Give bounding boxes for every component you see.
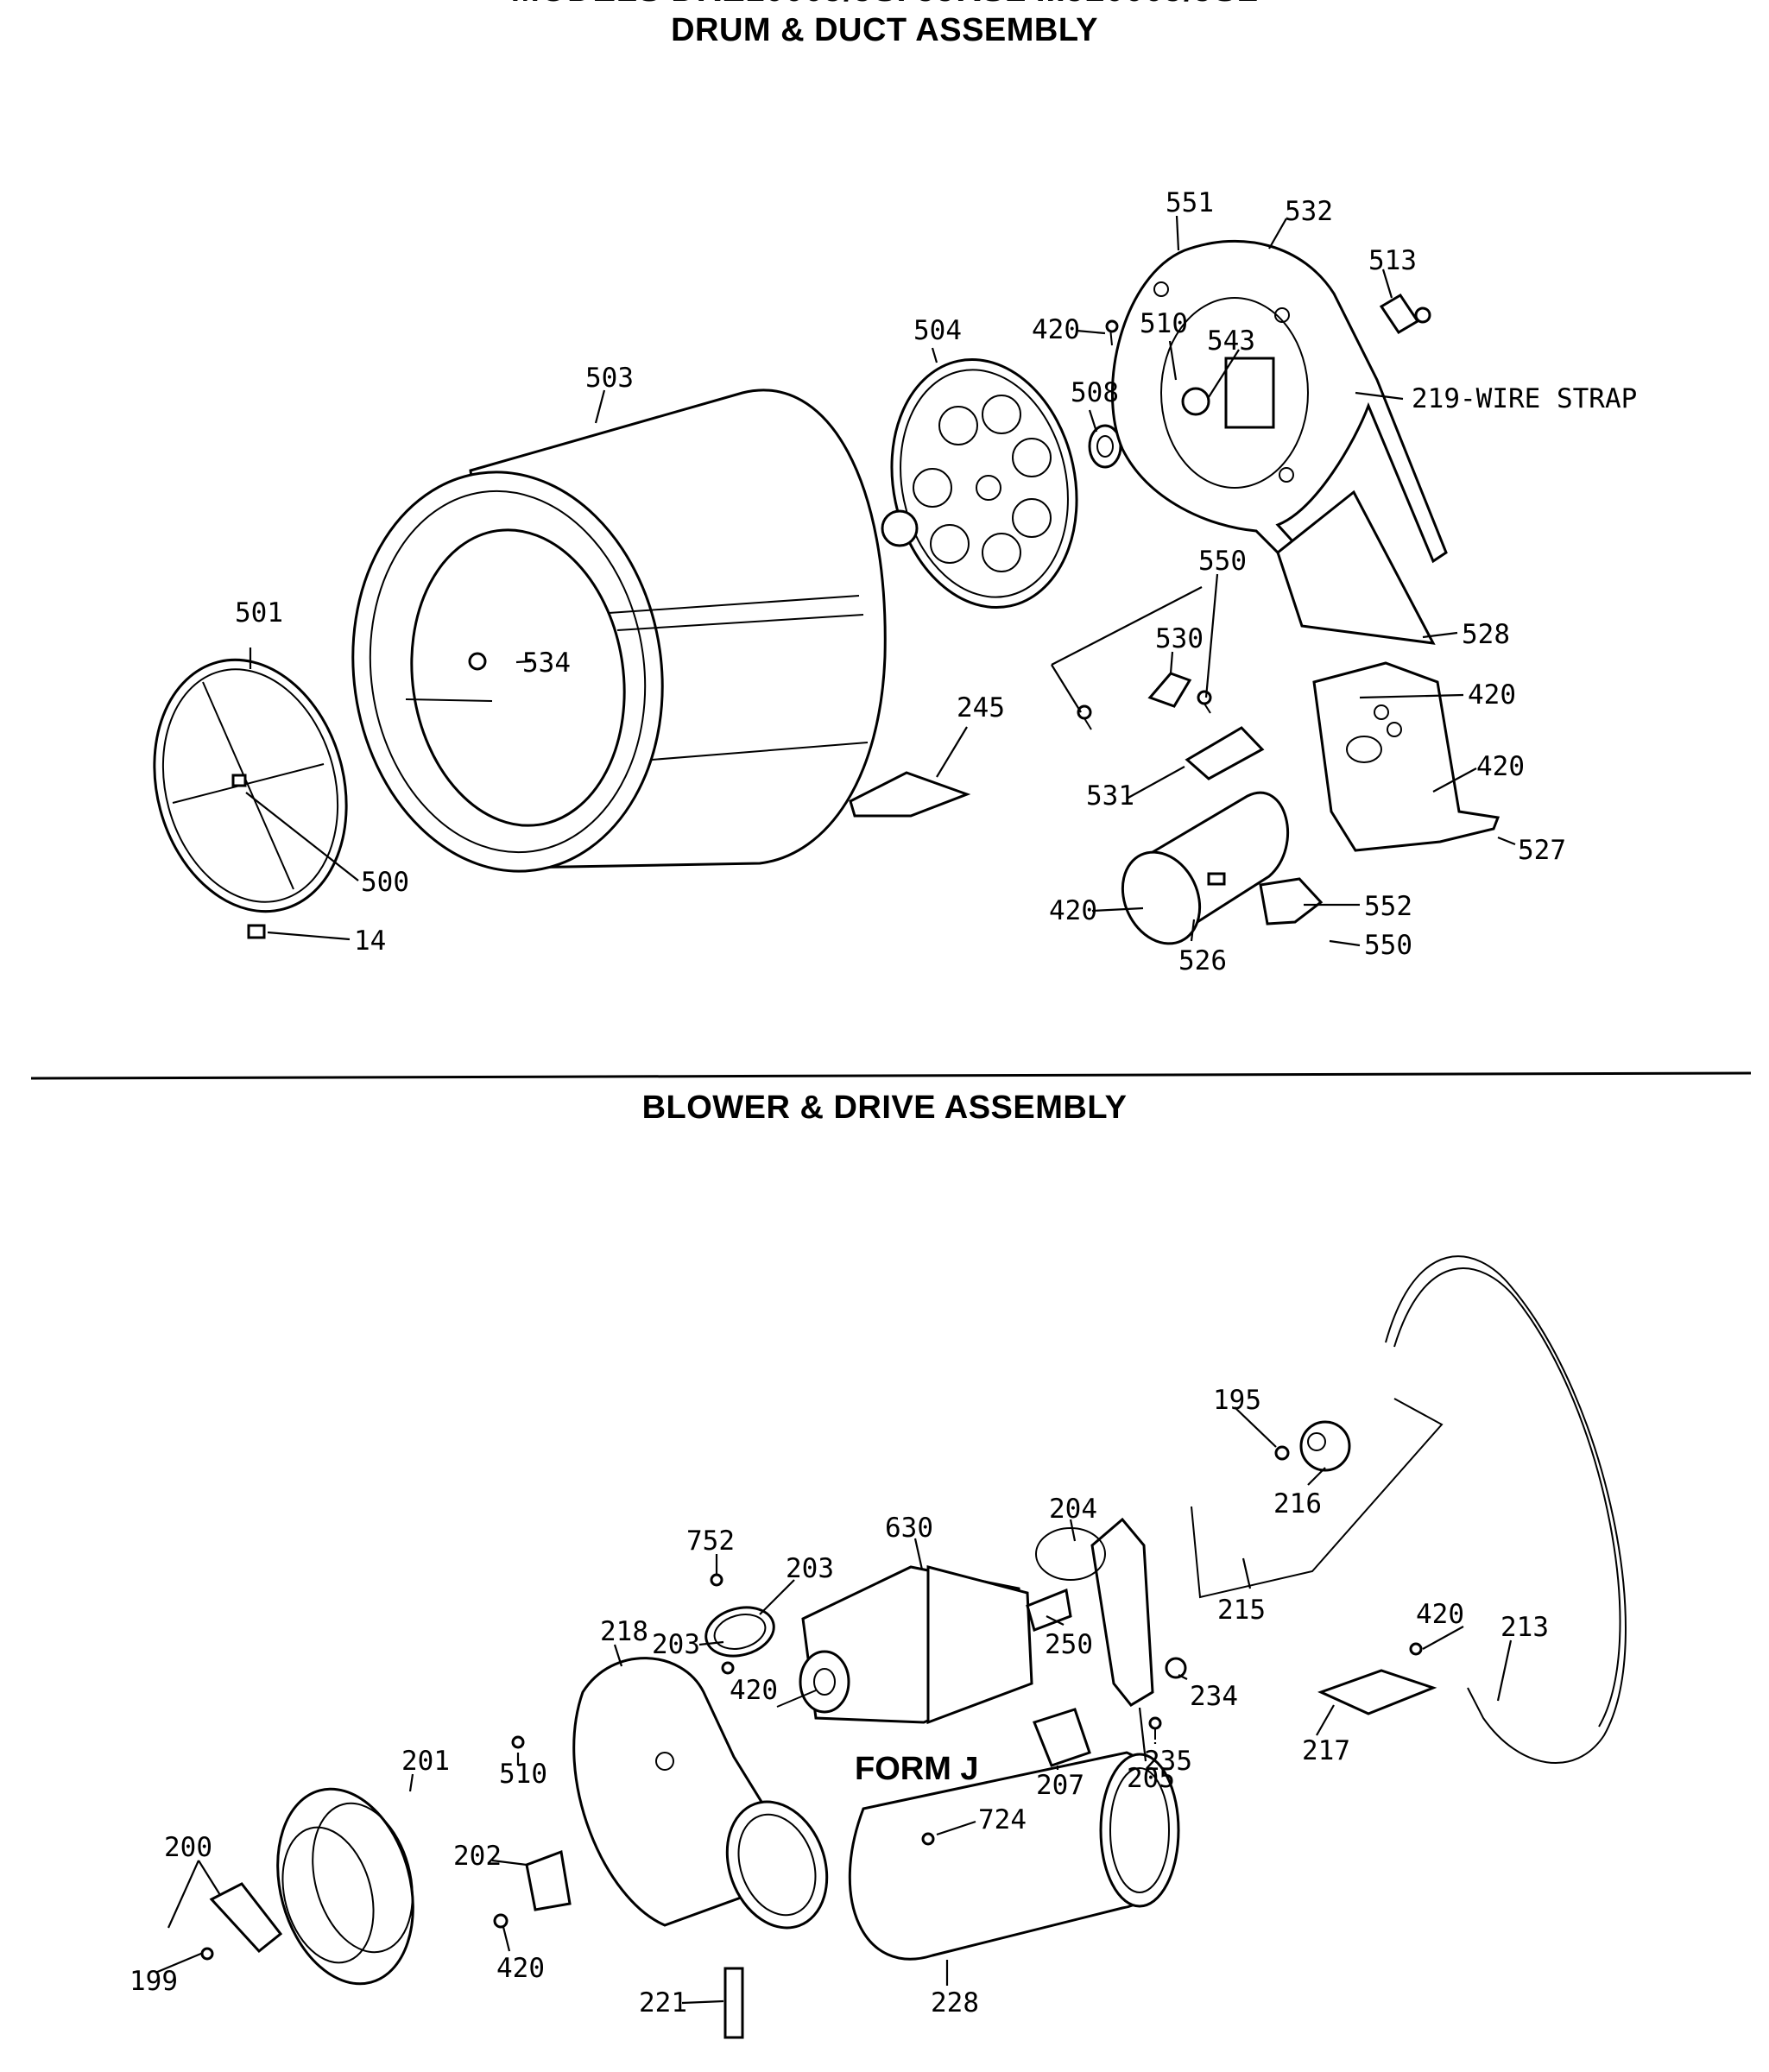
- callout-528: 528: [1462, 619, 1510, 650]
- callout-630: 630: [885, 1513, 933, 1544]
- cylinder-part-526: [1121, 791, 1289, 945]
- callout-219-wire-strap: 219-WIRE STRAP: [1412, 383, 1637, 414]
- blower-leader-lines: [155, 1406, 1513, 2005]
- callout-235: 235: [1144, 1746, 1192, 1777]
- exhaust-duct-part-228: [848, 1751, 1180, 1961]
- motor-mount-part-205: [1035, 1517, 1154, 1707]
- callout-215: 215: [1217, 1595, 1266, 1626]
- callout-195: 195: [1213, 1385, 1261, 1416]
- callout-503: 503: [585, 363, 634, 394]
- screw-part-550-c: [1197, 690, 1212, 714]
- clip-part-14: [247, 924, 266, 939]
- blower-callouts: 195 216 204 630 752 203 203 218 250 420 …: [130, 1385, 1549, 2018]
- callout-216: 216: [1273, 1488, 1322, 1519]
- rear-bulkhead-part-504: [881, 357, 1078, 610]
- callout-202: 202: [453, 1841, 502, 1872]
- callout-245: 245: [957, 692, 1005, 723]
- callout-530: 530: [1155, 623, 1204, 654]
- thermostat-part-513: [1379, 293, 1431, 335]
- callout-531: 531: [1086, 780, 1134, 812]
- callout-200: 200: [164, 1832, 212, 1863]
- rear-duct-part-532: [1111, 239, 1448, 564]
- switch-part-552: [1259, 877, 1324, 925]
- idler-arm-part-215: [1191, 1398, 1444, 1599]
- motor-part-630: [776, 1565, 1033, 1725]
- callout-500: 500: [361, 867, 409, 898]
- callout-420-baffle: 420: [496, 1953, 545, 1984]
- callout-14: 14: [354, 925, 386, 957]
- blower-housing-part-218: [572, 1657, 829, 1930]
- callout-504: 504: [913, 315, 962, 346]
- drum-duct-assembly-title: DRUM & DUCT ASSEMBLY: [671, 12, 1098, 48]
- bracket-part-200: [209, 1882, 283, 1954]
- screw-part-550-a: [1077, 704, 1092, 730]
- callout-552: 552: [1364, 891, 1412, 922]
- nut-part-234: [1165, 1657, 1187, 1679]
- bracket-part-217: [1317, 1669, 1437, 1715]
- callout-228: 228: [931, 1987, 979, 2018]
- screw-part-420-duct: [1105, 319, 1119, 346]
- callout-213: 213: [1500, 1612, 1549, 1643]
- callout-420-top: 420: [1032, 314, 1080, 345]
- drum-seal-part-501: [153, 658, 348, 913]
- callout-218: 218: [600, 1616, 648, 1647]
- plate-part-245: [849, 771, 971, 818]
- heater-box-part-527: [1312, 661, 1500, 852]
- blower-drive-assembly-title: BLOWER & DRIVE ASSEMBLY: [641, 1090, 1128, 1126]
- callout-534: 534: [522, 648, 571, 679]
- blower-wheel-part-201: [276, 1787, 414, 1986]
- baffle-part-202: [525, 1849, 572, 1911]
- callout-550-bottom: 550: [1364, 930, 1412, 961]
- thermal-fuse-part-530: [1147, 672, 1192, 708]
- callout-203-top: 203: [786, 1553, 834, 1584]
- callout-205: 205: [1127, 1763, 1175, 1794]
- model-line: MODELS DRE1000J/JSI JJKSL ...J2000J/JSL: [0, 0, 1769, 9]
- callout-724: 724: [978, 1804, 1027, 1835]
- bolt-part-235: [1148, 1716, 1162, 1740]
- callout-203-left: 203: [652, 1629, 700, 1660]
- callout-420-box-top: 420: [1468, 679, 1516, 711]
- callout-532: 532: [1285, 196, 1333, 227]
- callout-752: 752: [686, 1526, 735, 1557]
- callout-501: 501: [235, 597, 283, 629]
- callout-526: 526: [1178, 945, 1227, 976]
- callout-543: 543: [1207, 325, 1255, 357]
- section-divider: [30, 1071, 1752, 1080]
- callout-420-cylinder: 420: [1049, 895, 1097, 926]
- drum-callouts: 551 532 513 420 510 543 219-WIRE STRAP 5…: [235, 187, 1637, 976]
- callout-207: 207: [1036, 1770, 1084, 1801]
- callout-550-top: 550: [1198, 546, 1247, 577]
- idler-pulley-part-216: [1299, 1420, 1351, 1472]
- callout-204: 204: [1049, 1494, 1097, 1525]
- callout-420-clamp: 420: [730, 1675, 778, 1706]
- callout-420-box-side: 420: [1476, 751, 1525, 782]
- callout-201: 201: [401, 1746, 450, 1777]
- motor-clamp-part-203: [704, 1606, 775, 1658]
- callout-527: 527: [1518, 835, 1566, 866]
- drum-leader-lines: [245, 215, 1516, 947]
- callout-199: 199: [130, 1966, 178, 1997]
- callout-508: 508: [1071, 377, 1119, 408]
- callout-513: 513: [1368, 245, 1417, 276]
- callout-510: 510: [1140, 308, 1188, 339]
- callout-551: 551: [1166, 187, 1214, 218]
- switch-part-207: [1033, 1708, 1091, 1767]
- drum-part-503: [351, 388, 887, 873]
- blower-screws: [200, 1573, 1423, 1961]
- duct-panel-part-528: [1276, 490, 1436, 645]
- callout-250: 250: [1045, 1629, 1093, 1660]
- callout-510: 510: [499, 1759, 547, 1790]
- callout-420-bracket: 420: [1416, 1599, 1464, 1630]
- strip-part-221: [723, 1967, 744, 2039]
- form-j-label: FORM J: [855, 1751, 979, 1787]
- bracket-part-531: [1185, 726, 1265, 780]
- callout-234: 234: [1190, 1681, 1238, 1712]
- callout-217: 217: [1302, 1735, 1350, 1766]
- callout-221: 221: [639, 1987, 687, 2018]
- nut-part-195: [1274, 1445, 1290, 1461]
- drive-belt-part-213: [1385, 1255, 1627, 1764]
- shaft-part-250: [1026, 1588, 1072, 1632]
